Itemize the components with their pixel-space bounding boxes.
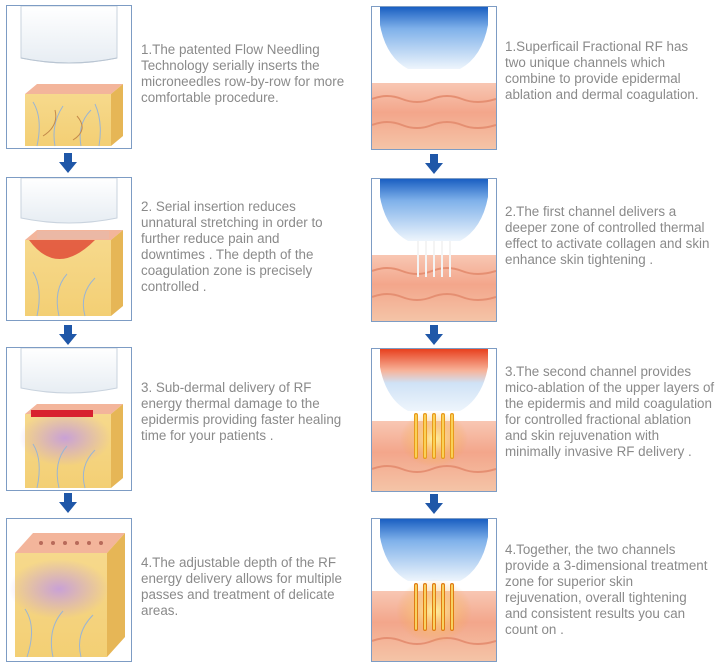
tip-with-glowing-pins-illustration (371, 518, 497, 662)
left-column: 1.The patented Flow Needling Technology … (6, 5, 345, 662)
left-step-3-text: 3. Sub-dermal delivery of RF energy ther… (141, 380, 342, 443)
coagulation-zone-illustration (6, 177, 132, 321)
sub-dermal-delivery-illustration (6, 347, 132, 491)
down-arrow-icon (59, 153, 77, 173)
tip-above-skin-illustration (371, 6, 497, 150)
down-arrow-icon (59, 325, 77, 345)
down-arrow-icon (425, 494, 443, 514)
left-step-4-text: 4.The adjustable depth of the RF energy … (141, 555, 342, 618)
left-step-1-text: 1.The patented Flow Needling Technology … (141, 42, 345, 105)
right-step-1-text: 1.Superficail Fractional RF has two uniq… (505, 39, 699, 102)
tip-with-pins-illustration (371, 178, 497, 322)
right-step-2-text: 2.The first channel delivers a deeper zo… (505, 204, 710, 267)
flow-needling-illustration (6, 5, 132, 149)
right-column: 1.Superficail Fractional RF has two uniq… (359, 0, 718, 667)
down-arrow-icon (425, 325, 443, 345)
down-arrow-icon (59, 493, 77, 513)
left-step-2-text: 2. Serial insertion reduces unnatural st… (141, 199, 323, 294)
treated-skin-illustration (6, 518, 132, 662)
down-arrow-icon (425, 154, 443, 174)
right-step-3-text: 3.The second channel provides mico-ablat… (505, 364, 715, 459)
right-step-4-text: 4.Together, the two channels provide a 3… (505, 542, 708, 637)
tip-with-heated-pins-illustration (371, 348, 497, 492)
